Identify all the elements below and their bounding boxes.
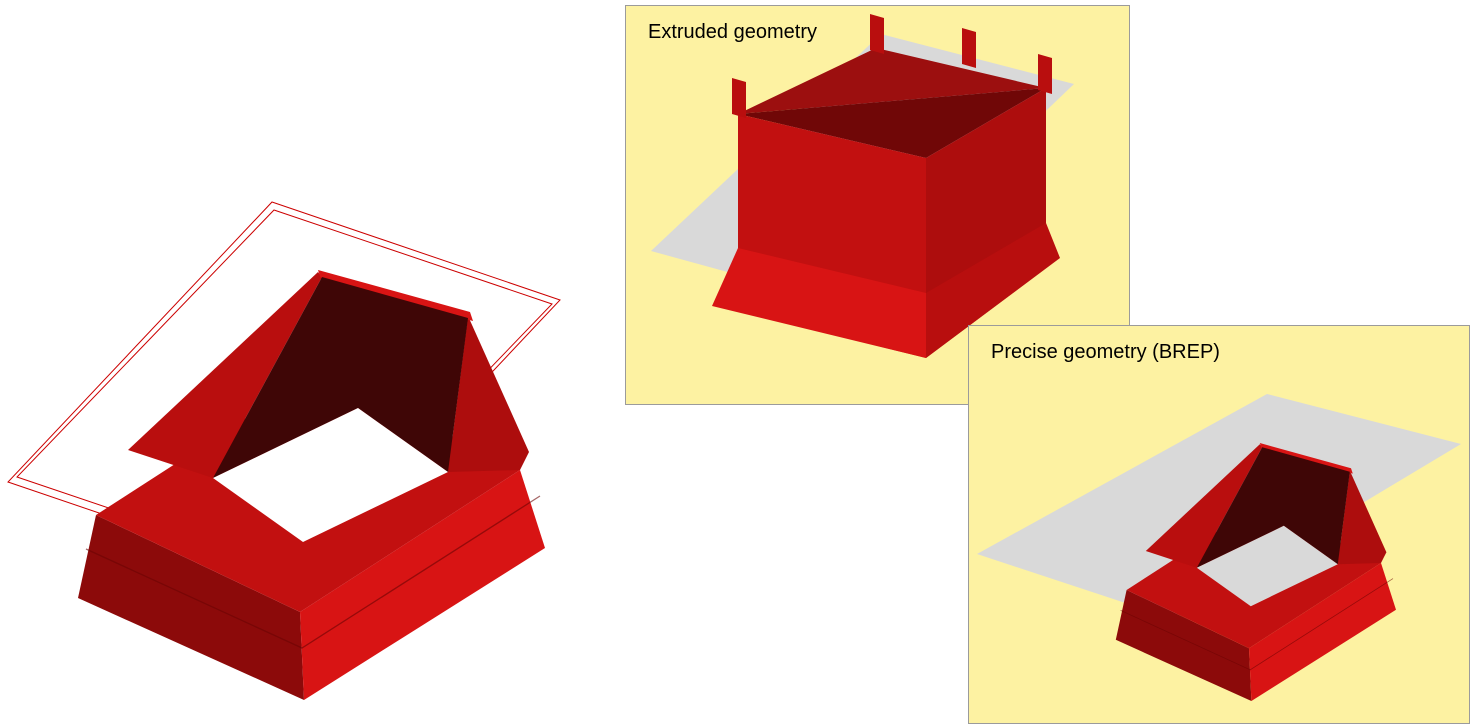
base-right-face (300, 470, 545, 700)
left-render (7, 201, 561, 700)
corner-post-back-left (870, 14, 884, 54)
panel-extruded-label: Extruded geometry (648, 21, 817, 43)
panel-extruded-geometry: Extruded geometry (625, 5, 1130, 405)
inner-back-wall (738, 48, 1046, 114)
hood-inner-face (213, 277, 468, 478)
hood-left-face (128, 272, 322, 478)
panel-brep-geometry: Precise geometry (BREP) (968, 325, 1470, 724)
extruded-solid (712, 14, 1060, 358)
brep-render (977, 394, 1461, 702)
corner-post-mid (962, 28, 976, 68)
inner-right-wall (738, 88, 1046, 158)
panel-brep-label: Precise geometry (BREP) (991, 341, 1220, 363)
base-left-face (78, 515, 304, 700)
extruded-render (651, 14, 1074, 358)
flared-base-front (712, 248, 926, 358)
roof-solid (78, 270, 545, 700)
base-seam-line (85, 495, 541, 649)
base-opening-hole (213, 408, 448, 542)
flared-base-right (926, 223, 1060, 358)
corner-post-front-left (732, 78, 746, 118)
hood-ridge-face (318, 270, 473, 321)
hood-right-face (448, 316, 529, 472)
corner-post-back-right (1038, 54, 1052, 94)
